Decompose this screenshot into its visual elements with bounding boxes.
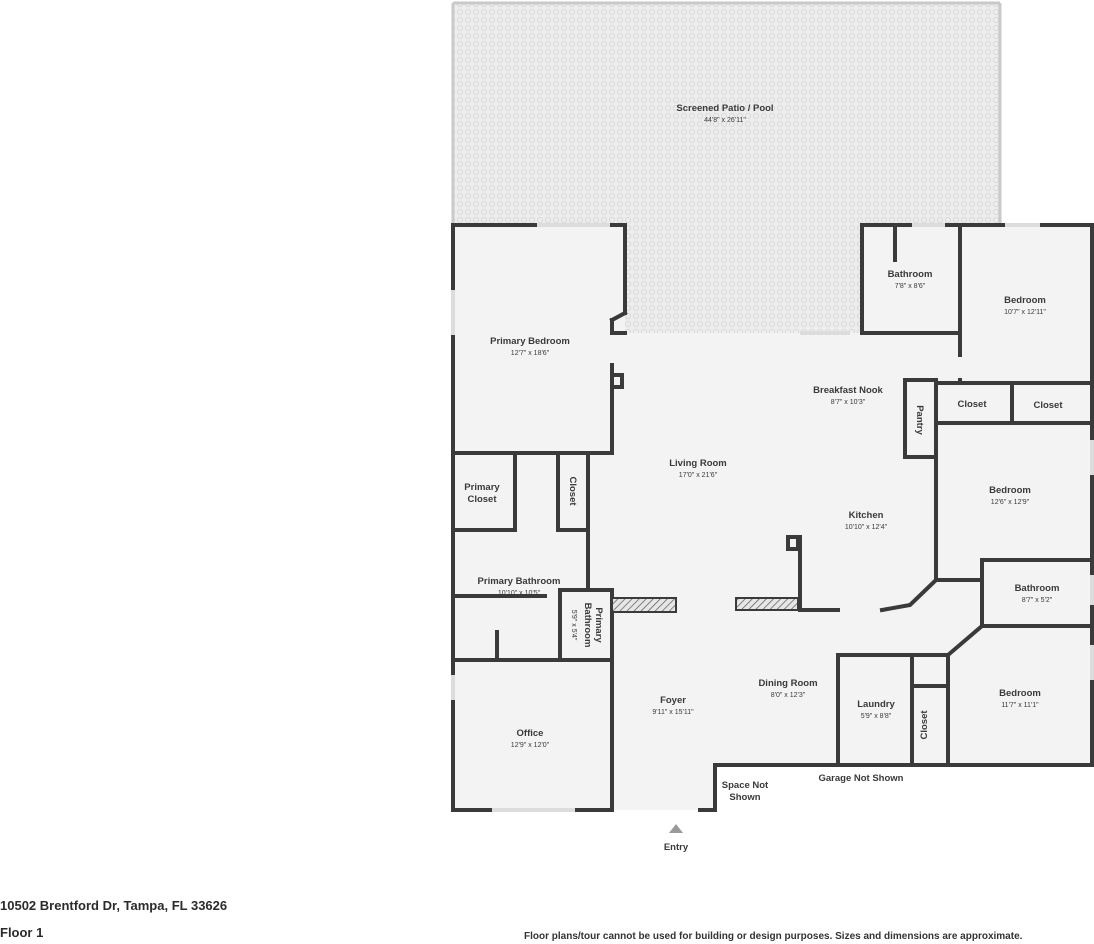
bedroom-mid-label: Bedroom: [989, 485, 1031, 496]
floor-label: Floor 1: [0, 925, 44, 940]
primary-bathroom-dim: 10'10" x 10'5": [498, 590, 541, 597]
patio-dim: 44'8" x 26'11": [704, 117, 746, 124]
patio-screen-edge: [451, 1, 1002, 225]
patio-label: Screened Patio / Pool: [676, 103, 773, 114]
breakfast-nook-label: Breakfast Nook: [813, 385, 883, 396]
foyer-label: Foyer: [660, 695, 686, 706]
pantry-label: Pantry: [914, 405, 925, 435]
closet-low-label: Closet: [919, 710, 930, 740]
space-not-shown-line1: Space Not: [722, 780, 769, 791]
bathroom-top-dim: 7'8" x 8'6": [895, 283, 926, 290]
laundry-label: Laundry: [857, 699, 895, 710]
kitchen-dim: 10'10" x 12'4": [845, 524, 888, 531]
primary-closet-label-1: Primary: [464, 482, 500, 493]
entry-label: Entry: [664, 842, 689, 853]
windows: [451, 223, 1094, 812]
closet-vertical-label: Closet: [567, 476, 578, 506]
primary-bedroom-dim: 12'7" x 18'6": [511, 350, 550, 357]
dining-room-label: Dining Room: [758, 678, 817, 689]
primary-bathroom-small-label-1: Primary: [593, 607, 604, 643]
disclaimer-text: Floor plans/tour cannot be used for buil…: [524, 931, 1023, 942]
bathroom-mid-dim: 8'7" x 5'2": [1022, 597, 1053, 604]
walls: [451, 223, 1094, 812]
bedroom-low-label: Bedroom: [999, 688, 1041, 699]
living-room-dim: 17'0" x 21'6": [679, 472, 718, 479]
bedroom-mid-dim: 12'6" x 12'9": [991, 499, 1030, 506]
property-address: 10502 Brentford Dr, Tampa, FL 33626: [0, 898, 228, 913]
office-label: Office: [517, 728, 544, 739]
kitchen-label: Kitchen: [849, 510, 884, 521]
entry-arrow-icon: [669, 824, 683, 833]
hatched-wall-left: [611, 597, 677, 613]
dining-room-dim: 8'0" x 12'3": [771, 692, 806, 699]
closet-b-label: Closet: [1033, 400, 1063, 411]
laundry-dim: 5'9" x 8'8": [861, 713, 892, 720]
bedroom-low-dim: 11'7" x 11'1": [1001, 702, 1039, 709]
bathroom-mid-label: Bathroom: [1015, 583, 1060, 594]
office-dim: 12'9" x 12'0": [511, 742, 550, 749]
bedroom-top-right-label: Bedroom: [1004, 295, 1046, 306]
primary-bathroom-label: Primary Bathroom: [478, 576, 561, 587]
bathroom-top-label: Bathroom: [888, 269, 933, 280]
hatched-wall-kitchen: [735, 597, 799, 611]
garage-not-shown-label: Garage Not Shown: [819, 773, 904, 784]
primary-bathroom-small-label-2: Bathroom: [582, 603, 593, 648]
closet-a-label: Closet: [957, 399, 987, 410]
living-room-label: Living Room: [669, 458, 727, 469]
primary-closet-label-2: Closet: [467, 494, 497, 505]
breakfast-nook-dim: 8'7" x 10'3": [831, 399, 866, 406]
foyer-dim: 9'11" x 15'11": [652, 709, 694, 716]
space-not-shown-line2: Shown: [729, 792, 760, 803]
bedroom-top-right-dim: 10'7" x 12'11": [1004, 309, 1046, 316]
primary-bedroom-label: Primary Bedroom: [490, 336, 570, 347]
primary-bathroom-small-dim: 5'9" x 5'4": [570, 610, 577, 641]
